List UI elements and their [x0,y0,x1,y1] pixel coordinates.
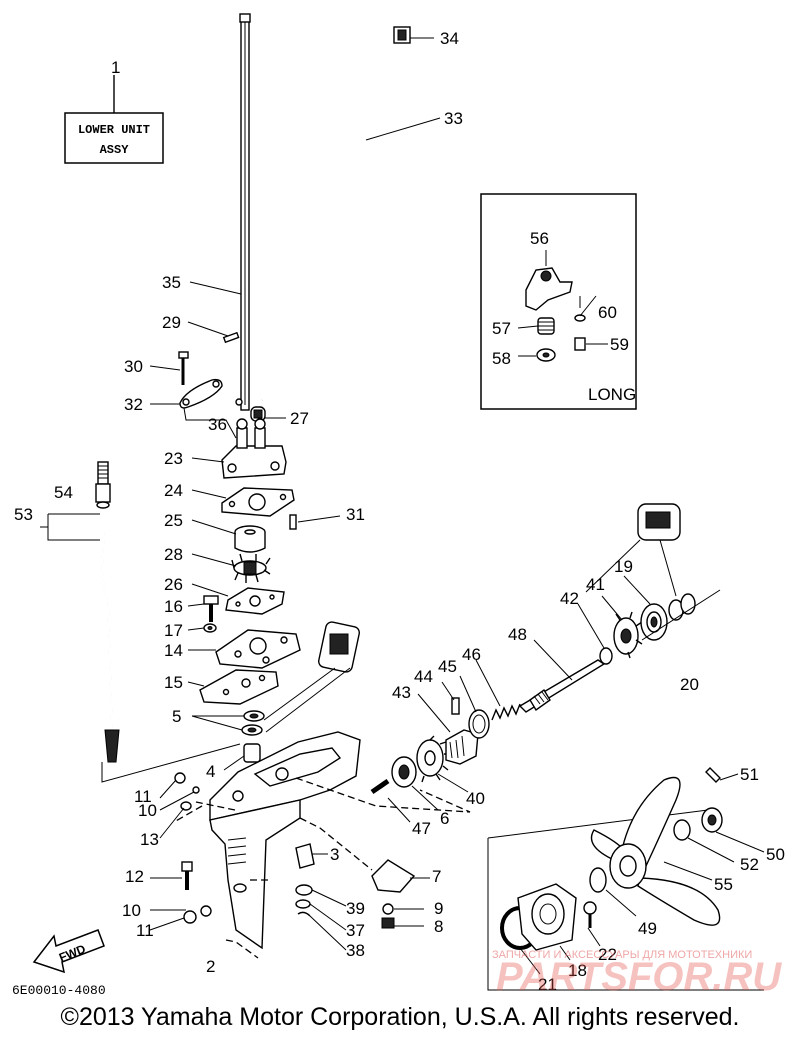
leader-lines [149,37,765,975]
callout-47: 47 [412,819,431,838]
long-label: LONG [588,385,636,404]
callout-36: 36 [208,415,227,434]
callout-1: 1 [111,58,120,77]
callout-48: 48 [508,625,527,644]
callout-42: 42 [560,589,579,608]
callout-17: 17 [164,621,183,640]
callout-43: 43 [392,683,411,702]
callout-11-upper: 11 [134,787,152,806]
watermark-shop-text: ЗАПЧАСТИ И АКСЕССУАРЫ ДЛЯ МОТОТЕХНИКИ [492,949,752,961]
callout-52: 52 [740,855,759,874]
callout-8: 8 [434,917,443,936]
callout-10-upper: 10 [138,801,157,820]
callout-5: 5 [172,707,181,726]
assembly-label-box: LOWER UNIT ASSY [64,75,164,164]
callout-54: 54 [54,483,73,502]
callout-39: 39 [346,899,365,918]
callout-33: 33 [444,109,463,128]
callout-26: 26 [164,575,183,594]
callout-41: 41 [586,575,605,594]
callout-2: 2 [206,957,215,976]
callout-23: 23 [164,449,183,468]
diagram-id: 6E00010-4080 [12,983,106,998]
callout-14: 14 [164,641,183,660]
lower-casing [173,731,471,959]
callout-60: 60 [598,303,617,322]
callout-35: 35 [162,273,181,292]
assembly-label-line1: LOWER UNIT [78,123,150,137]
fwd-arrow: FWD [32,929,105,974]
watermark-brand-text: PARTSFOR.RU [496,955,782,999]
copyright-notice: ©2013 Yamaha Motor Corporation, U.S.A. A… [60,1003,740,1031]
callout-3: 3 [330,845,339,864]
callout-9: 9 [434,899,443,918]
callout-numbers: 1 2 3 4 5 6 7 8 9 10 10 11 11 12 13 14 1… [14,29,785,994]
propeller-shaft-group [370,503,721,795]
callout-16: 16 [164,597,183,616]
callout-51: 51 [740,765,759,784]
callout-27: 27 [290,409,309,428]
callout-22: 22 [598,945,617,964]
water-pump-stack [199,418,360,736]
callout-46: 46 [462,645,481,664]
callout-50: 50 [766,845,785,864]
callout-13: 13 [140,830,159,849]
assembly-label-line2: ASSY [100,143,130,157]
propeller-group [487,767,764,991]
callout-55: 55 [714,875,733,894]
callout-20: 20 [680,675,699,694]
callout-4: 4 [206,762,215,781]
shift-cam-rod [40,461,241,783]
callout-24: 24 [164,481,183,500]
callout-53: 53 [14,505,33,524]
callout-59: 59 [610,335,629,354]
shift-rod [261,26,411,402]
callout-30: 30 [124,357,143,376]
callout-19: 19 [614,557,633,576]
watermark: ЗАПЧАСТИ И АКСЕССУАРЫ ДЛЯ МОТОТЕХНИКИ PA… [492,949,782,999]
callout-11-lower: 11 [136,921,154,940]
callout-15: 15 [164,673,183,692]
callout-32: 32 [124,395,143,414]
callout-34: 34 [440,29,459,48]
callout-44: 44 [414,667,433,686]
callout-57: 57 [492,319,511,338]
callout-25: 25 [164,511,183,530]
callout-49: 49 [638,919,657,938]
callout-58: 58 [492,349,511,368]
callout-45: 45 [438,657,457,676]
drive-shaft [239,13,251,411]
upper-small-parts [178,331,266,422]
callout-40: 40 [466,789,485,808]
callout-28: 28 [164,545,183,564]
callout-37: 37 [346,921,365,940]
callout-18: 18 [568,961,587,980]
callout-56: 56 [530,229,549,248]
callout-29: 29 [162,313,181,332]
long-shaft-inset [480,193,637,410]
callout-38: 38 [346,941,365,960]
callout-7: 7 [432,867,441,886]
callout-6: 6 [440,809,449,828]
callout-12: 12 [125,867,144,886]
callout-21: 21 [538,975,557,994]
callout-10-lower: 10 [122,901,141,920]
callout-31: 31 [346,505,365,524]
